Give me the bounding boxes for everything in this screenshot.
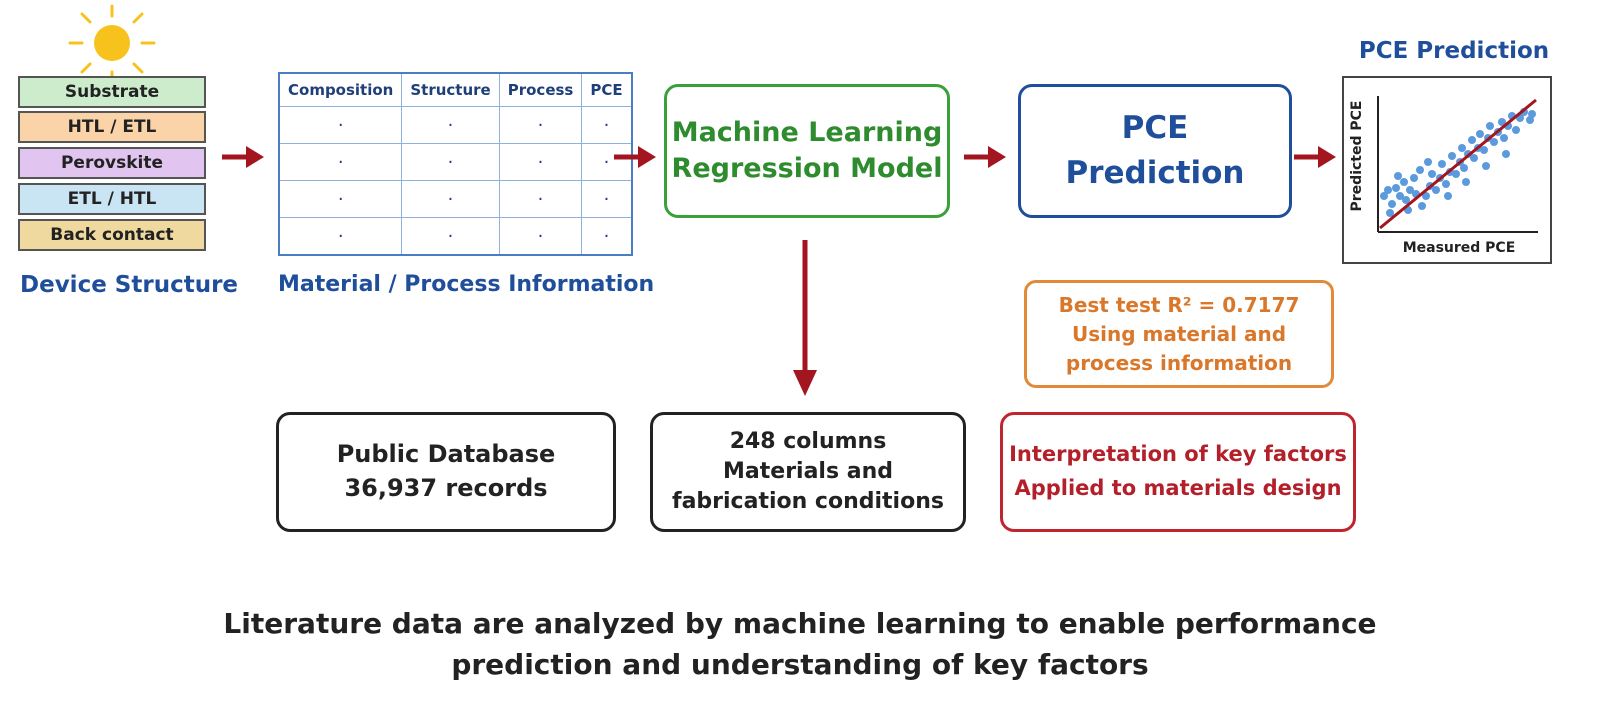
arrow-down-icon: [793, 240, 817, 396]
table-cell: ·: [401, 106, 500, 144]
prediction-line1: PCE: [1121, 110, 1189, 147]
table-row: · · · ·: [278, 106, 633, 144]
ml-model-box: Machine Learning Regression Model: [664, 84, 950, 218]
table-cell: ·: [581, 217, 633, 256]
database-line2: 36,937 records: [344, 474, 548, 502]
table-cell: ·: [498, 217, 583, 256]
arrow-right-icon: [1294, 146, 1336, 168]
table-cell: ·: [498, 180, 583, 218]
table-cell: ·: [581, 106, 633, 144]
layer-back-contact: Back contact: [18, 219, 206, 251]
columns-line2: Materials and: [723, 459, 893, 485]
interpret-line1: Interpretation of key factors: [1009, 442, 1347, 467]
layer-htl-etl: HTL / ETL: [18, 111, 206, 143]
header-process: Process: [498, 72, 583, 107]
pce-prediction-box: PCE Prediction: [1018, 84, 1292, 218]
columns-line1: 248 columns: [729, 429, 887, 455]
table-cell: ·: [278, 180, 403, 218]
table-cell: ·: [401, 217, 500, 256]
scatter-plot-frame: Predicted PCE Measured PCE: [1342, 76, 1552, 264]
sun-icon: [68, 4, 156, 82]
layer-perovskite: Perovskite: [18, 147, 206, 179]
public-database-box: Public Database 36,937 records: [276, 412, 616, 532]
table-cell: ·: [581, 180, 633, 218]
prediction-line2: Prediction: [1065, 155, 1245, 191]
table-cell: ·: [401, 180, 500, 218]
table-header-row: Composition Structure Process PCE: [278, 72, 633, 107]
table-cell: ·: [278, 143, 403, 181]
columns-box: 248 columns Materials and fabrication co…: [650, 412, 966, 532]
material-process-caption: Material / Process Information: [278, 272, 655, 297]
material-process-table: Composition Structure Process PCE · · · …: [278, 72, 633, 256]
plot-title: PCE Prediction: [1358, 38, 1550, 64]
footer-caption: Literature data are analyzed by machine …: [0, 604, 1600, 685]
table-row: · · · ·: [278, 180, 633, 218]
scatter-plot-icon: [1377, 96, 1538, 233]
footer-line2: prediction and understanding of key fact…: [451, 647, 1149, 681]
columns-line3: fabrication conditions: [672, 488, 944, 514]
r2-line2: Using material and: [1071, 321, 1287, 346]
footer-line1: Literature data are analyzed by machine …: [223, 607, 1377, 640]
arrow-right-icon: [222, 146, 264, 168]
layer-etl-htl: ETL / HTL: [18, 183, 206, 215]
plot-xlabel: Measured PCE: [1402, 240, 1516, 256]
table-cell: ·: [278, 217, 403, 256]
database-line1: Public Database: [336, 440, 556, 469]
header-pce: PCE: [581, 72, 633, 107]
table-cell: ·: [498, 143, 583, 181]
table-cell: ·: [278, 106, 403, 144]
arrow-right-icon: [964, 146, 1006, 168]
table-row: · · · ·: [278, 217, 633, 256]
r2-line3: process information: [1065, 350, 1293, 375]
interpret-line2: Applied to materials design: [1014, 476, 1342, 500]
layer-substrate: Substrate: [18, 76, 206, 108]
ml-model-line2: Regression Model: [671, 153, 943, 184]
table-row: · · · ·: [278, 143, 633, 181]
table-cell: ·: [581, 143, 633, 181]
ml-model-line1: Machine Learning: [671, 116, 943, 148]
plot-ylabel: Predicted PCE: [1349, 100, 1365, 212]
table-cell: ·: [401, 143, 500, 181]
table-cell: ·: [498, 106, 583, 144]
header-structure: Structure: [401, 72, 500, 107]
r2-line1: Best test R² = 0.7177: [1058, 292, 1300, 317]
r2-result-box: Best test R² = 0.7177 Using material and…: [1024, 280, 1334, 388]
device-structure-caption: Device Structure: [20, 272, 239, 298]
arrow-right-icon: [614, 146, 656, 168]
header-composition: Composition: [278, 72, 403, 107]
interpretation-box: Interpretation of key factors Applied to…: [1000, 412, 1356, 532]
